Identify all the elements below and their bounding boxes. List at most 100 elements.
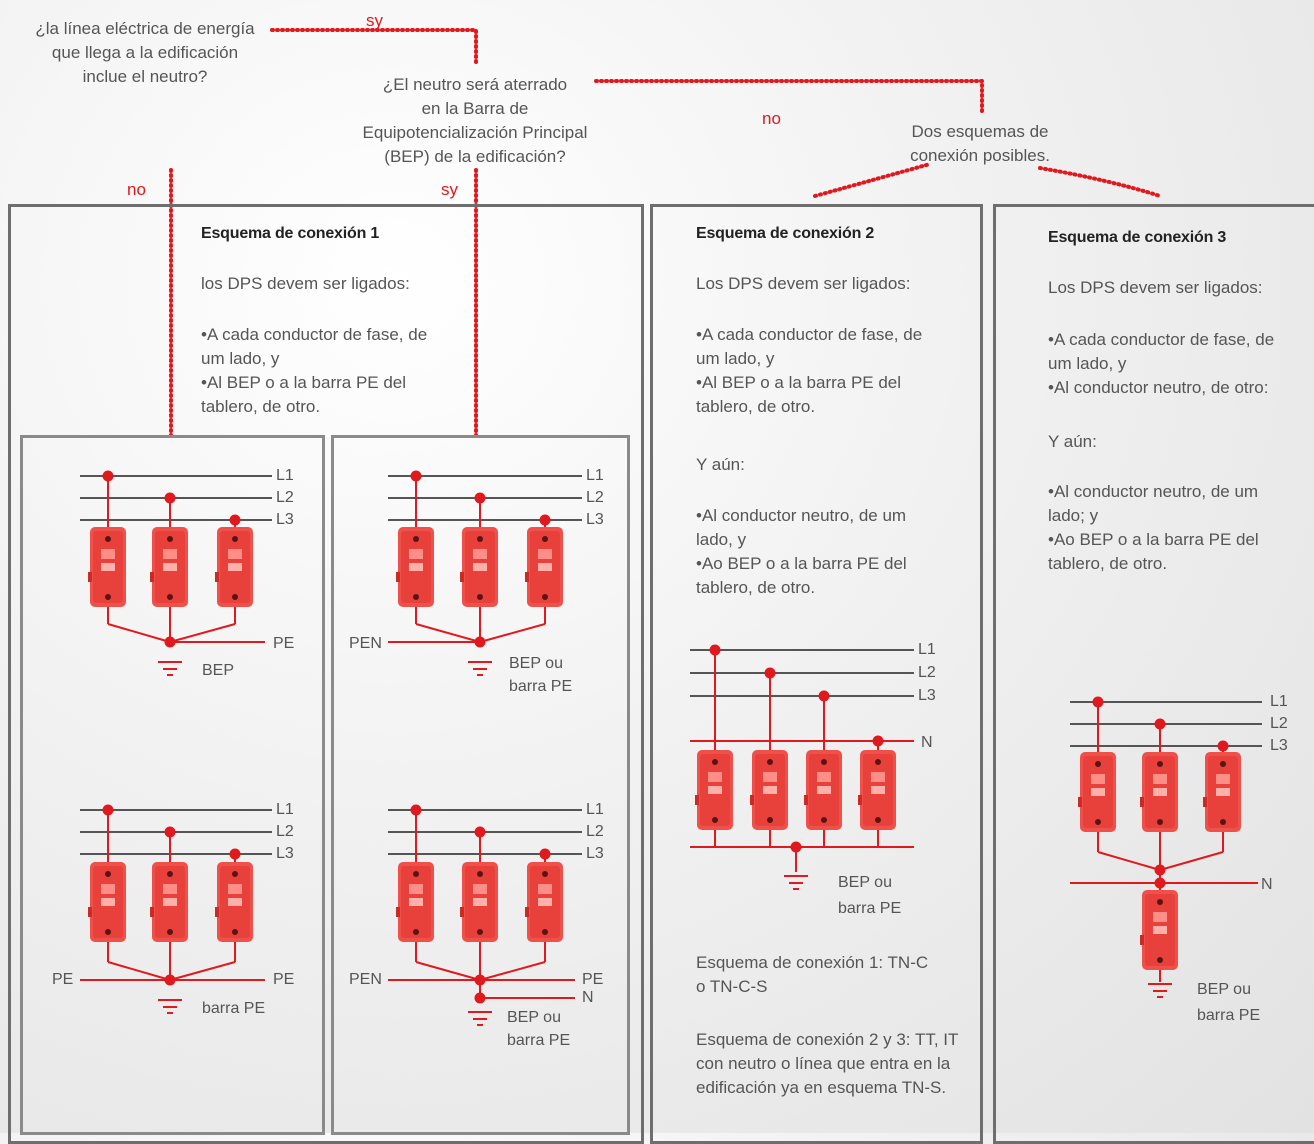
- label-l1: L1: [276, 467, 294, 484]
- junction-dot: [1092, 696, 1104, 708]
- scheme2-title: Esquema de conexión 2: [696, 225, 875, 242]
- label-no-left: no: [127, 180, 146, 199]
- label-l3: L3: [586, 511, 604, 528]
- surge-protector-device: [88, 862, 126, 942]
- label-l3: L3: [586, 845, 604, 862]
- label-l1: L1: [918, 641, 936, 658]
- scheme1-bullets: •A cada conductor de fase, de um lado, y…: [201, 325, 428, 416]
- label-barra-pe: barra PE: [202, 1000, 266, 1017]
- surge-protector-device: [695, 750, 733, 830]
- surge-protector-device: [1078, 752, 1116, 832]
- surge-protector-device: [215, 862, 253, 942]
- surge-protector-device: [460, 862, 498, 942]
- label-l2: L2: [918, 664, 936, 681]
- surge-protector-device: [460, 527, 498, 607]
- surge-protector-device: [150, 862, 188, 942]
- surge-protector-device: [525, 862, 563, 942]
- label-pen: PEN: [349, 635, 382, 652]
- label-l1: L1: [276, 801, 294, 818]
- scheme2-note-2: Esquema de conexión 2 y 3: TT, IT con ne…: [696, 1030, 959, 1097]
- surge-protector-device: [396, 527, 434, 607]
- label-pe: PE: [273, 635, 295, 652]
- scheme2-bullets-1: •A cada conductor de fase, de um lado, y…: [696, 325, 923, 416]
- junction-dot: [872, 735, 884, 747]
- label-n: N: [1261, 876, 1273, 893]
- dps-output-wire: [415, 961, 481, 981]
- scheme3-title: Esquema de conexión 3: [1048, 229, 1227, 246]
- junction-dot: [410, 470, 422, 482]
- junction-dot: [764, 667, 776, 679]
- junction-dot: [410, 804, 422, 816]
- connector-q1-to-q2: [270, 28, 478, 64]
- dps-output-wire: [1159, 851, 1224, 871]
- scheme3-intro: Los DPS devem ser ligados:: [1048, 278, 1263, 297]
- surge-protector-device: [150, 527, 188, 607]
- connector-q2-no: [594, 79, 984, 114]
- junction-dot: [229, 848, 241, 860]
- surge-protector-device: [804, 750, 842, 830]
- surge-protector-device: [750, 750, 788, 830]
- surge-protector-device: [1203, 752, 1241, 832]
- junction-dot: [474, 492, 486, 504]
- surge-protector-device: [1140, 752, 1178, 832]
- label-n: N: [582, 989, 594, 1006]
- label-l3: L3: [276, 511, 294, 528]
- label-l3: L3: [1270, 737, 1288, 754]
- label-l2: L2: [1270, 715, 1288, 732]
- dps-output-wire: [107, 961, 171, 981]
- label-pe-left: PE: [52, 971, 74, 988]
- junction-dot: [1154, 718, 1166, 730]
- junction-dot: [1154, 877, 1166, 889]
- junction-dot: [102, 470, 114, 482]
- dps-output-wire: [169, 623, 236, 643]
- junction-dot: [229, 514, 241, 526]
- label-l3: L3: [276, 845, 294, 862]
- surge-protector-device: [1140, 890, 1178, 970]
- surge-protector-device: [215, 527, 253, 607]
- junction-dot: [709, 644, 721, 656]
- scheme2-y-aun: Y aún:: [696, 455, 745, 474]
- label-l2: L2: [586, 823, 604, 840]
- dps-output-wire: [1097, 851, 1161, 871]
- scheme3-y-aun: Y aún:: [1048, 432, 1097, 451]
- surge-protector-device: [396, 862, 434, 942]
- label-bep-ou-barra-pe: BEP ou barra PE: [1197, 981, 1261, 1024]
- label-l1: L1: [586, 467, 604, 484]
- label-pe-right: PE: [273, 971, 295, 988]
- junction-dot: [102, 804, 114, 816]
- connector-to-scheme3: [1038, 166, 1162, 198]
- scheme1-title: Esquema de conexión 1: [201, 225, 380, 242]
- surge-protector-device: [525, 527, 563, 607]
- label-bep-ou-barra-pe: BEP ou barra PE: [838, 874, 902, 917]
- label-l2: L2: [276, 489, 294, 506]
- label-l1: L1: [586, 801, 604, 818]
- label-no-right: no: [762, 109, 781, 128]
- label-l3: L3: [918, 687, 936, 704]
- label-bep: BEP: [202, 662, 235, 679]
- junction-dot: [539, 848, 551, 860]
- dps-output-wire: [107, 623, 171, 643]
- scheme2-bullets-2: •Al conductor neutro, de um lado, y •Ao …: [696, 506, 907, 597]
- junction-dot: [539, 514, 551, 526]
- label-bep-ou-barra-pe: BEP ou barra PE: [507, 1009, 571, 1049]
- label-n: N: [921, 734, 933, 751]
- question-neutral-grounded: ¿El neutro será aterrado en la Barra de …: [362, 75, 588, 166]
- junction-dot: [164, 826, 176, 838]
- dps-output-wire: [169, 961, 236, 981]
- label-pen: PEN: [349, 971, 382, 988]
- label-l2: L2: [276, 823, 294, 840]
- surge-protector-device: [858, 750, 896, 830]
- two-schemes-note: Dos esquemas de conexión posibles.: [910, 122, 1050, 165]
- connector-to-scheme2: [813, 162, 932, 198]
- scheme3-bullets-2: •Al conductor neutro, de um lado; y •Ao …: [1048, 482, 1259, 573]
- label-bep-ou-barra-pe: BEP ou barra PE: [509, 655, 573, 695]
- dps-output-wire: [479, 623, 546, 643]
- scheme1-intro: los DPS devem ser ligados:: [201, 274, 410, 293]
- question-neutral-included: ¿la línea eléctrica de energía que llega…: [35, 19, 255, 86]
- label-l2: L2: [586, 489, 604, 506]
- scheme2-note-1: Esquema de conexión 1: TN-C o TN-C-S: [696, 953, 929, 996]
- scheme3-bullets-1: •A cada conductor de fase, de um lado, y…: [1048, 330, 1275, 397]
